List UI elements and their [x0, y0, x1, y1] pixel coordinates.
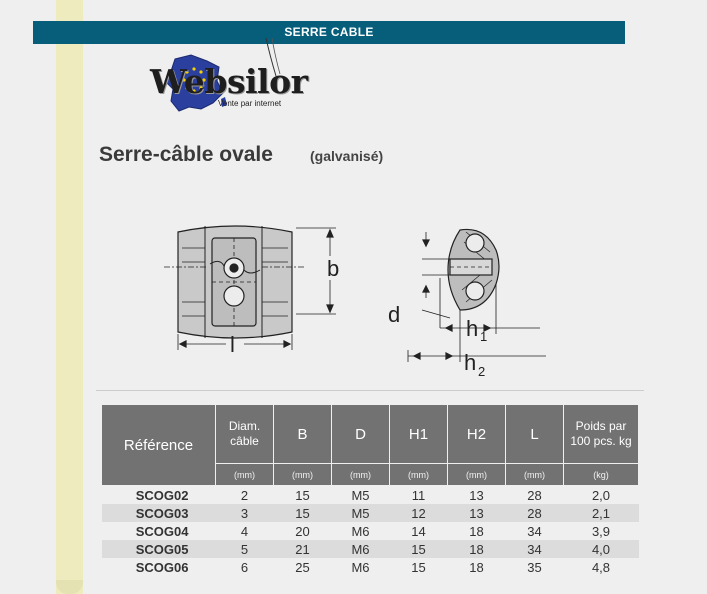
unit-b: (mm) — [273, 463, 332, 486]
table-row: SCOG06 6 25 M6 15 18 35 4,8 — [102, 558, 639, 576]
left-decorative-stripe — [56, 0, 83, 594]
table-row: SCOG05 5 21 M6 15 18 34 4,0 — [101, 540, 639, 558]
col-header-reference: Référence — [101, 404, 216, 486]
technical-drawing: l b d h 1 h 2 — [164, 225, 546, 379]
table-row: SCOG04 4 20 M6 14 18 34 3,9 — [102, 522, 639, 540]
cell-h2: 13 — [469, 487, 484, 503]
table-header-row: Référence Diam. câble B D H1 H2 L Poids … — [101, 404, 639, 486]
cell-weight: 2,1 — [563, 504, 639, 522]
unit-h2: (mm) — [447, 463, 506, 486]
dim-label-h2-sub: 2 — [478, 364, 485, 379]
unit-h1: (mm) — [389, 463, 448, 486]
cell-cable-diameter: 3 — [215, 504, 274, 522]
france-map-logo-icon — [164, 54, 227, 112]
cell-d: M6 — [331, 540, 390, 558]
cell-weight: 2,0 — [591, 487, 611, 503]
product-title: Serre-câble ovale — [99, 143, 273, 166]
cell-d: M5 — [351, 487, 370, 503]
col-header-l: L — [505, 404, 564, 464]
unit-weight: (kg) — [563, 463, 639, 486]
cell-b: 21 — [273, 540, 332, 558]
unit-cable-diameter: (mm) — [215, 463, 274, 486]
cell-l: 34 — [527, 523, 542, 539]
dim-label-b: b — [327, 256, 339, 281]
product-finish: (galvanisé) — [310, 148, 384, 164]
unit-d: (mm) — [331, 463, 390, 486]
cell-l: 34 — [505, 540, 564, 558]
col-header-cable-diameter: Diam. câble — [215, 404, 274, 464]
cell-h2: 18 — [469, 559, 484, 575]
cell-d: M5 — [331, 504, 390, 522]
cell-h1: 14 — [411, 523, 426, 539]
table-row: SCOG03 3 15 M5 12 13 28 2,1 — [101, 504, 639, 522]
cell-h2: 13 — [447, 504, 506, 522]
cell-h1: 15 — [411, 559, 426, 575]
col-header-b: B — [273, 404, 332, 464]
col-header-weight: Poids par 100 pcs. kg — [563, 404, 639, 464]
cell-d: M6 — [351, 523, 370, 539]
side-view — [407, 228, 546, 362]
section-divider — [96, 390, 644, 391]
brand-name: Websilor — [150, 62, 308, 101]
cell-h1: 11 — [411, 487, 426, 503]
cell-cable-diameter: 2 — [240, 487, 249, 503]
cell-b: 25 — [295, 559, 310, 575]
cell-cable-diameter: 4 — [240, 523, 249, 539]
dim-label-l: l — [230, 332, 235, 357]
cell-l: 35 — [527, 559, 542, 575]
needle-sketch-icon — [265, 38, 281, 77]
cell-cable-diameter: 6 — [240, 559, 249, 575]
brand-tagline: Vente par internet — [218, 99, 282, 108]
row-reference: SCOG03 — [101, 504, 216, 522]
row-reference: SCOG04 — [135, 523, 189, 539]
dim-label-h1-sub: 1 — [480, 329, 487, 344]
row-reference: SCOG05 — [101, 540, 216, 558]
cell-weight: 3,9 — [591, 523, 611, 539]
col-header-h1: H1 — [389, 404, 448, 464]
cell-h1: 15 — [389, 540, 448, 558]
row-reference: SCOG06 — [135, 559, 189, 575]
cell-l: 28 — [505, 504, 564, 522]
section-banner: SERRE CABLE — [33, 21, 625, 44]
cell-b: 20 — [295, 523, 310, 539]
cell-h2: 18 — [469, 523, 484, 539]
cell-l: 28 — [527, 487, 542, 503]
col-header-d: D — [331, 404, 390, 464]
front-view — [164, 225, 336, 350]
stripe-end-cap — [56, 580, 83, 594]
cell-h1: 12 — [389, 504, 448, 522]
cell-d: M6 — [351, 559, 370, 575]
dim-label-h2: h — [464, 350, 476, 375]
row-reference: SCOG02 — [135, 487, 189, 503]
cell-weight: 4,0 — [563, 540, 639, 558]
cell-weight: 4,8 — [591, 559, 611, 575]
spec-table: Référence Diam. câble B D H1 H2 L Poids … — [101, 404, 639, 576]
col-header-h2: H2 — [447, 404, 506, 464]
cell-cable-diameter: 5 — [215, 540, 274, 558]
table-unit-row: (mm) (mm) (mm) (mm) (mm) (mm) (kg) — [102, 463, 639, 486]
unit-l: (mm) — [505, 463, 564, 486]
cell-h2: 18 — [447, 540, 506, 558]
cell-b: 15 — [273, 504, 332, 522]
dim-label-h1: h — [466, 316, 478, 341]
dim-label-d: d — [388, 302, 400, 327]
table-row: SCOG02 2 15 M5 11 13 28 2,0 — [102, 486, 639, 505]
cell-b: 15 — [295, 487, 310, 503]
